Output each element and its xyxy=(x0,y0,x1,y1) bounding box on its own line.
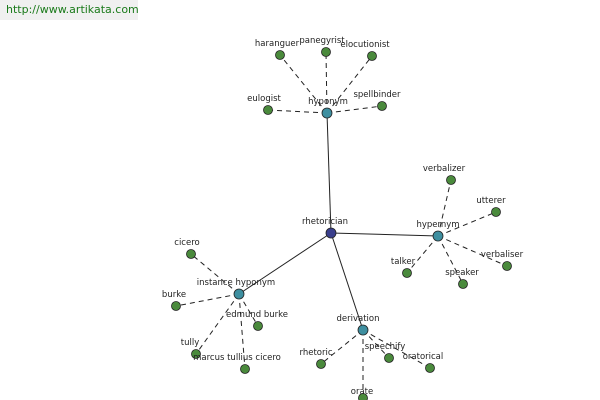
edge-tully xyxy=(195,293,240,355)
label-eulogist[interactable]: eulogist xyxy=(247,94,281,104)
label-verbalizer[interactable]: verbalizer xyxy=(423,164,466,174)
edge-utterer xyxy=(437,211,497,237)
node-derivation[interactable] xyxy=(357,324,369,336)
edge-instance-hyponym xyxy=(238,232,332,295)
label-burke[interactable]: burke xyxy=(162,290,186,300)
label-oratorical[interactable]: oratorical xyxy=(403,352,444,362)
label-derivation[interactable]: derivation xyxy=(336,314,379,324)
edge-speechify xyxy=(362,329,390,359)
edges-layer xyxy=(175,51,508,398)
edge-derivation xyxy=(330,232,364,331)
node-panegyrist[interactable] xyxy=(321,47,331,57)
label-talker[interactable]: talker xyxy=(391,257,416,267)
label-hyponym-top[interactable]: hyponym xyxy=(308,97,348,107)
label-tully[interactable]: tully xyxy=(181,338,199,348)
node-speaker[interactable] xyxy=(458,279,468,289)
label-cicero[interactable]: cicero xyxy=(174,238,199,248)
node-speechify[interactable] xyxy=(384,353,394,363)
label-elocutionist[interactable]: elocutionist xyxy=(340,40,390,50)
node-tully[interactable] xyxy=(191,349,201,359)
node-hyponym-top[interactable] xyxy=(321,107,333,119)
label-spellbinder[interactable]: spellbinder xyxy=(353,90,401,100)
node-hypernym[interactable] xyxy=(432,230,444,242)
edge-elocutionist xyxy=(326,55,373,114)
node-rhetoric[interactable] xyxy=(316,359,326,369)
node-verbalizer[interactable] xyxy=(446,175,456,185)
label-orate[interactable]: orate xyxy=(351,387,373,397)
node-burke[interactable] xyxy=(171,301,181,311)
edge-hyponym-top xyxy=(326,112,332,234)
edge-oratorical xyxy=(362,329,431,369)
node-marcus-tullius-cicero[interactable] xyxy=(240,364,250,374)
edge-speaker xyxy=(437,235,464,285)
node-eulogist[interactable] xyxy=(263,105,273,115)
edge-spellbinder xyxy=(326,105,383,114)
node-haranguer[interactable] xyxy=(275,50,285,60)
edge-hypernym xyxy=(330,232,439,237)
edge-burke xyxy=(175,293,240,307)
label-marcus-tullius-cicero[interactable]: marcus tullius cicero xyxy=(193,353,281,363)
label-instance-hyponym[interactable]: instance hyponym xyxy=(197,278,275,288)
node-oratorical[interactable] xyxy=(425,363,435,373)
node-edmund-burke[interactable] xyxy=(253,321,263,331)
label-edmund-burke[interactable]: edmund burke xyxy=(226,310,288,320)
edge-marcus-tullius-cicero xyxy=(238,293,246,370)
label-speaker[interactable]: speaker xyxy=(445,268,479,278)
node-instance-hyponym[interactable] xyxy=(233,288,245,300)
label-haranguer[interactable]: haranguer xyxy=(255,39,300,49)
label-speechify[interactable]: speechify xyxy=(365,342,406,352)
node-spellbinder[interactable] xyxy=(377,101,387,111)
edge-edmund-burke xyxy=(238,293,259,327)
label-verbaliser[interactable]: verbaliser xyxy=(481,250,524,260)
edge-haranguer xyxy=(279,54,328,114)
edge-verbalizer xyxy=(437,179,452,237)
node-elocutionist[interactable] xyxy=(367,51,377,61)
label-hypernym[interactable]: hypernym xyxy=(416,220,459,230)
edge-verbaliser xyxy=(437,235,508,267)
node-cicero[interactable] xyxy=(186,249,196,259)
label-panegyrist[interactable]: panegyrist xyxy=(299,36,345,46)
node-orate[interactable] xyxy=(358,393,368,400)
edge-eulogist xyxy=(267,109,328,114)
node-verbaliser[interactable] xyxy=(502,261,512,271)
label-rhetorician[interactable]: rhetorician xyxy=(302,217,348,227)
label-rhetoric[interactable]: rhetoric xyxy=(299,348,332,358)
edge-talker xyxy=(406,235,439,274)
node-talker[interactable] xyxy=(402,268,412,278)
edge-rhetoric xyxy=(320,329,364,365)
node-rhetorician[interactable] xyxy=(325,227,337,239)
node-utterer[interactable] xyxy=(491,207,501,217)
edge-panegyrist xyxy=(325,51,328,114)
edge-cicero xyxy=(190,253,240,295)
source-url[interactable]: http://www.artikata.com xyxy=(0,0,139,20)
label-utterer[interactable]: utterer xyxy=(476,196,506,206)
